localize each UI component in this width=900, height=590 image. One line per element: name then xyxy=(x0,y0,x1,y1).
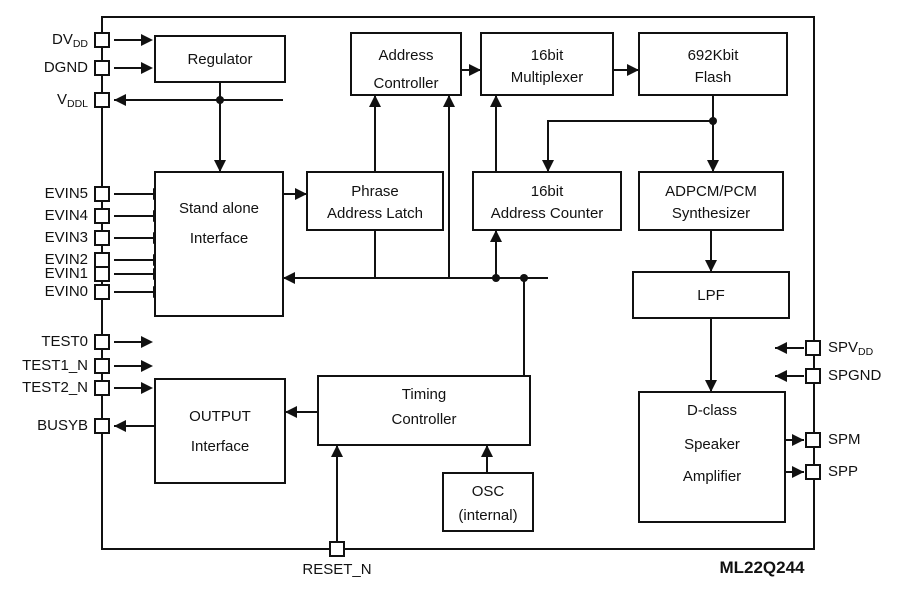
pin-pad-dgnd[interactable] xyxy=(94,60,110,76)
block-osc-label-1: OSC xyxy=(472,483,505,500)
block-address-controller-label-1: Address xyxy=(378,47,433,64)
block-phrase-address-latch-label-2: Address Latch xyxy=(327,205,423,222)
block-adpcm-pcm-synthesizer-label-1: ADPCM/PCM xyxy=(665,183,757,200)
bottom-pin-layer: RESET_N xyxy=(302,541,372,578)
block-multiplexer-label-2: Multiplexer xyxy=(511,69,584,86)
block-address-counter-label-2: Address Counter xyxy=(491,205,604,222)
pin-label-evin1: EVIN1 xyxy=(45,265,88,282)
block-flash-label-1: 692Kbit xyxy=(688,47,740,64)
pin-label-spgnd: SPGND xyxy=(828,367,882,384)
pin-pad-spvdd[interactable] xyxy=(805,340,821,356)
pin-label-evin4: EVIN4 xyxy=(45,207,88,224)
pin-label-evin2: EVIN2 xyxy=(45,251,88,268)
block-output-interface-label-1: OUTPUT xyxy=(189,408,251,425)
block-timing-controller-label-2: Controller xyxy=(391,411,456,428)
pin-label-evin0: EVIN0 xyxy=(45,283,88,300)
pin-label-spm: SPM xyxy=(828,431,861,448)
pin-pad-reset-n[interactable] xyxy=(329,541,345,557)
pin-pad-evin4[interactable] xyxy=(94,208,110,224)
block-regulator[interactable] xyxy=(154,35,286,83)
pin-pad-test1-n[interactable] xyxy=(94,358,110,374)
block-timing-controller-label-1: Timing xyxy=(402,386,446,403)
block-stand-alone-interface-label-1: Stand alone xyxy=(179,200,259,217)
pin-label-evin3: EVIN3 xyxy=(45,229,88,246)
pin-label-reset-n: RESET_N xyxy=(302,561,371,578)
block-speaker-amplifier-label-1: D-class xyxy=(687,402,737,419)
pin-pad-evin2[interactable] xyxy=(94,252,110,268)
pin-pad-evin5[interactable] xyxy=(94,186,110,202)
pin-label-spp: SPP xyxy=(828,463,858,480)
block-address-controller-label-2: Controller xyxy=(373,75,438,92)
pin-label-test2-n: TEST2_N xyxy=(22,379,88,396)
pin-pad-spgnd[interactable] xyxy=(805,368,821,384)
block-flash[interactable] xyxy=(638,32,788,96)
pin-pad-test0[interactable] xyxy=(94,334,110,350)
block-output-interface-label-2: Interface xyxy=(191,438,249,455)
left-pin-layer: DVDD DGND VDDL EVIN5 EVIN4 EVIN3 EVIN2 E… xyxy=(22,31,110,434)
block-regulator-label: Regulator xyxy=(187,51,252,68)
pin-pad-spm[interactable] xyxy=(805,432,821,448)
pin-pad-test2-n[interactable] xyxy=(94,380,110,396)
block-multiplexer[interactable] xyxy=(480,32,614,96)
block-phrase-address-latch[interactable] xyxy=(306,171,444,231)
block-lpf[interactable] xyxy=(632,271,790,319)
block-stand-alone-interface-label-2: Interface xyxy=(190,230,248,247)
part-number-label: ML22Q244 xyxy=(719,558,805,577)
block-layer: Regulator Address Controller 16bit Multi… xyxy=(154,32,790,532)
pin-pad-vddl[interactable] xyxy=(94,92,110,108)
block-timing-controller[interactable] xyxy=(317,375,531,446)
block-adpcm-pcm-synthesizer[interactable] xyxy=(638,171,784,231)
block-output-interface[interactable] xyxy=(154,378,286,484)
pin-pad-evin0[interactable] xyxy=(94,284,110,300)
block-stand-alone-interface[interactable] xyxy=(154,171,284,317)
block-osc-label-2: (internal) xyxy=(458,507,517,524)
pin-pad-spp[interactable] xyxy=(805,464,821,480)
pin-pad-dvdd[interactable] xyxy=(94,32,110,48)
junction-layer xyxy=(216,96,717,282)
pin-label-test0: TEST0 xyxy=(41,333,88,350)
pin-label-dgnd: DGND xyxy=(44,59,88,76)
block-multiplexer-label-1: 16bit xyxy=(531,47,564,64)
block-flash-label-2: Flash xyxy=(695,69,732,86)
pin-label-busyb: BUSYB xyxy=(37,417,88,434)
block-adpcm-pcm-synthesizer-label-2: Synthesizer xyxy=(672,205,750,222)
pin-label-vddl: VDDL xyxy=(57,91,88,110)
block-address-controller[interactable] xyxy=(350,32,462,96)
right-pin-layer: SPVDD SPGND SPM SPP xyxy=(805,339,882,480)
block-address-counter[interactable] xyxy=(472,171,622,231)
block-osc[interactable] xyxy=(442,472,534,532)
block-speaker-amplifier-label-2: Speaker xyxy=(684,436,740,453)
pin-label-spvdd: SPVDD xyxy=(828,339,874,358)
pin-pad-busyb[interactable] xyxy=(94,418,110,434)
block-phrase-address-latch-label-1: Phrase xyxy=(351,183,399,200)
block-speaker-amplifier[interactable] xyxy=(638,391,786,523)
pin-pad-evin1[interactable] xyxy=(94,266,110,282)
block-lpf-label: LPF xyxy=(697,287,725,304)
pin-label-test1-n: TEST1_N xyxy=(22,357,88,374)
pin-label-dvdd: DVDD xyxy=(52,31,88,50)
block-speaker-amplifier-label-3: Amplifier xyxy=(683,468,741,485)
pin-label-evin5: EVIN5 xyxy=(45,185,88,202)
block-address-counter-label-1: 16bit xyxy=(531,183,564,200)
pin-pad-evin3[interactable] xyxy=(94,230,110,246)
